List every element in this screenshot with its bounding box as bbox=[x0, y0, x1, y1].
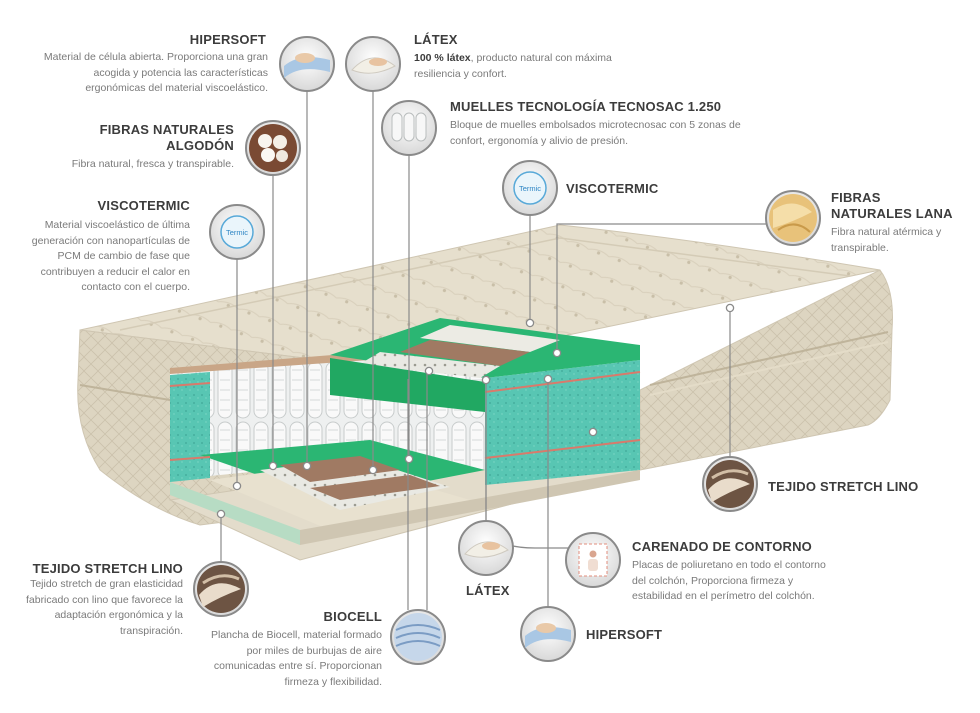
linen-right-icon bbox=[702, 456, 758, 512]
hipersoft-bottom-icon bbox=[520, 606, 576, 662]
leader-lana bbox=[556, 223, 766, 353]
biocell-desc: Plancha de Biocell, material formado por… bbox=[210, 629, 382, 688]
dot-carenado bbox=[588, 427, 598, 437]
stretch-left-desc: Tejido stretch de gran elasticidad fabri… bbox=[25, 578, 183, 637]
hipersoft-bottom-title: HIPERSOFT bbox=[586, 627, 663, 642]
algodon-title-line2: ALGODÓN bbox=[166, 138, 234, 153]
algodon-title-line1: FIBRAS NATURALES bbox=[99, 122, 234, 137]
dot-lana bbox=[552, 348, 562, 358]
latex-top-desc-rest: , producto natural con máxima resilienci… bbox=[414, 52, 612, 80]
latex-bottom-title: LÁTEX bbox=[466, 583, 510, 598]
dot-stretch-right bbox=[725, 303, 735, 313]
muelles-desc: Bloque de muelles embolsados microtecnos… bbox=[450, 119, 741, 147]
dot-muelles bbox=[404, 454, 414, 464]
dot-viscotermic-left bbox=[232, 481, 242, 491]
algodon-desc: Fibra natural, fresca y transpirable. bbox=[71, 158, 234, 170]
muelles-title: MUELLES TECNOLOGÍA TECNOSAC 1.250 bbox=[450, 99, 722, 114]
viscotermic-logo-text: Termic bbox=[519, 184, 541, 193]
dot-latex-top bbox=[368, 465, 378, 475]
biocell-title: BIOCELL bbox=[323, 609, 382, 624]
dot-viscotermic-right bbox=[525, 318, 535, 328]
viscotermic-right-icon: Termic bbox=[502, 160, 558, 216]
dot-biocell bbox=[424, 366, 434, 376]
latex-top-desc: 100 % látex, producto natural con máxima… bbox=[414, 51, 629, 82]
latex-bottom-icon bbox=[458, 520, 514, 576]
dot-hipersoft-bottom bbox=[543, 374, 553, 384]
cotton-icon bbox=[245, 120, 301, 176]
carenado-title: CARENADO DE CONTORNO bbox=[632, 539, 812, 554]
stretch-left-title: TEJIDO STRETCH LINO bbox=[32, 561, 183, 576]
latex-top-title: LÁTEX bbox=[414, 32, 458, 47]
dot-latex-bottom bbox=[481, 375, 491, 385]
hipersoft-top-title: HIPERSOFT bbox=[189, 32, 266, 47]
mattress-body bbox=[77, 224, 893, 561]
dot-algodon bbox=[268, 461, 278, 471]
hipersoft-top-icon bbox=[279, 36, 335, 92]
hipersoft-top-desc: Material de célula abierta. Proporciona … bbox=[43, 51, 268, 94]
latex-top-desc-bold: 100 % látex bbox=[414, 52, 471, 64]
viscotermic-right-title: VISCOTERMIC bbox=[566, 181, 659, 196]
lana-desc: Fibra natural atérmica y transpirable. bbox=[831, 226, 942, 254]
viscotermic-left-title: VISCOTERMIC bbox=[97, 198, 190, 213]
linen-left-icon bbox=[193, 561, 249, 617]
dot-stretch-left bbox=[216, 509, 226, 519]
stretch-right-title: TEJIDO STRETCH LINO bbox=[768, 479, 919, 494]
viscotermic-left-icon: Termic bbox=[209, 204, 265, 260]
lana-title-line1: FIBRAS bbox=[831, 190, 881, 205]
viscotermic-logo-text: Termic bbox=[226, 228, 248, 237]
biocell-icon bbox=[390, 609, 446, 665]
wool-icon bbox=[765, 190, 821, 246]
connector-dots bbox=[216, 303, 735, 519]
lana-title-line2: NATURALES LANA bbox=[831, 206, 953, 221]
muelles-icon bbox=[381, 100, 437, 156]
cutaway-section bbox=[169, 318, 641, 545]
dot-hipersoft-top bbox=[302, 461, 312, 471]
carenado-desc: Placas de poliuretano en todo el contorn… bbox=[632, 559, 826, 602]
viscotermic-left-desc: Material viscoelástico de última generac… bbox=[31, 219, 190, 293]
carenado-icon bbox=[565, 532, 621, 588]
latex-top-icon bbox=[345, 36, 401, 92]
